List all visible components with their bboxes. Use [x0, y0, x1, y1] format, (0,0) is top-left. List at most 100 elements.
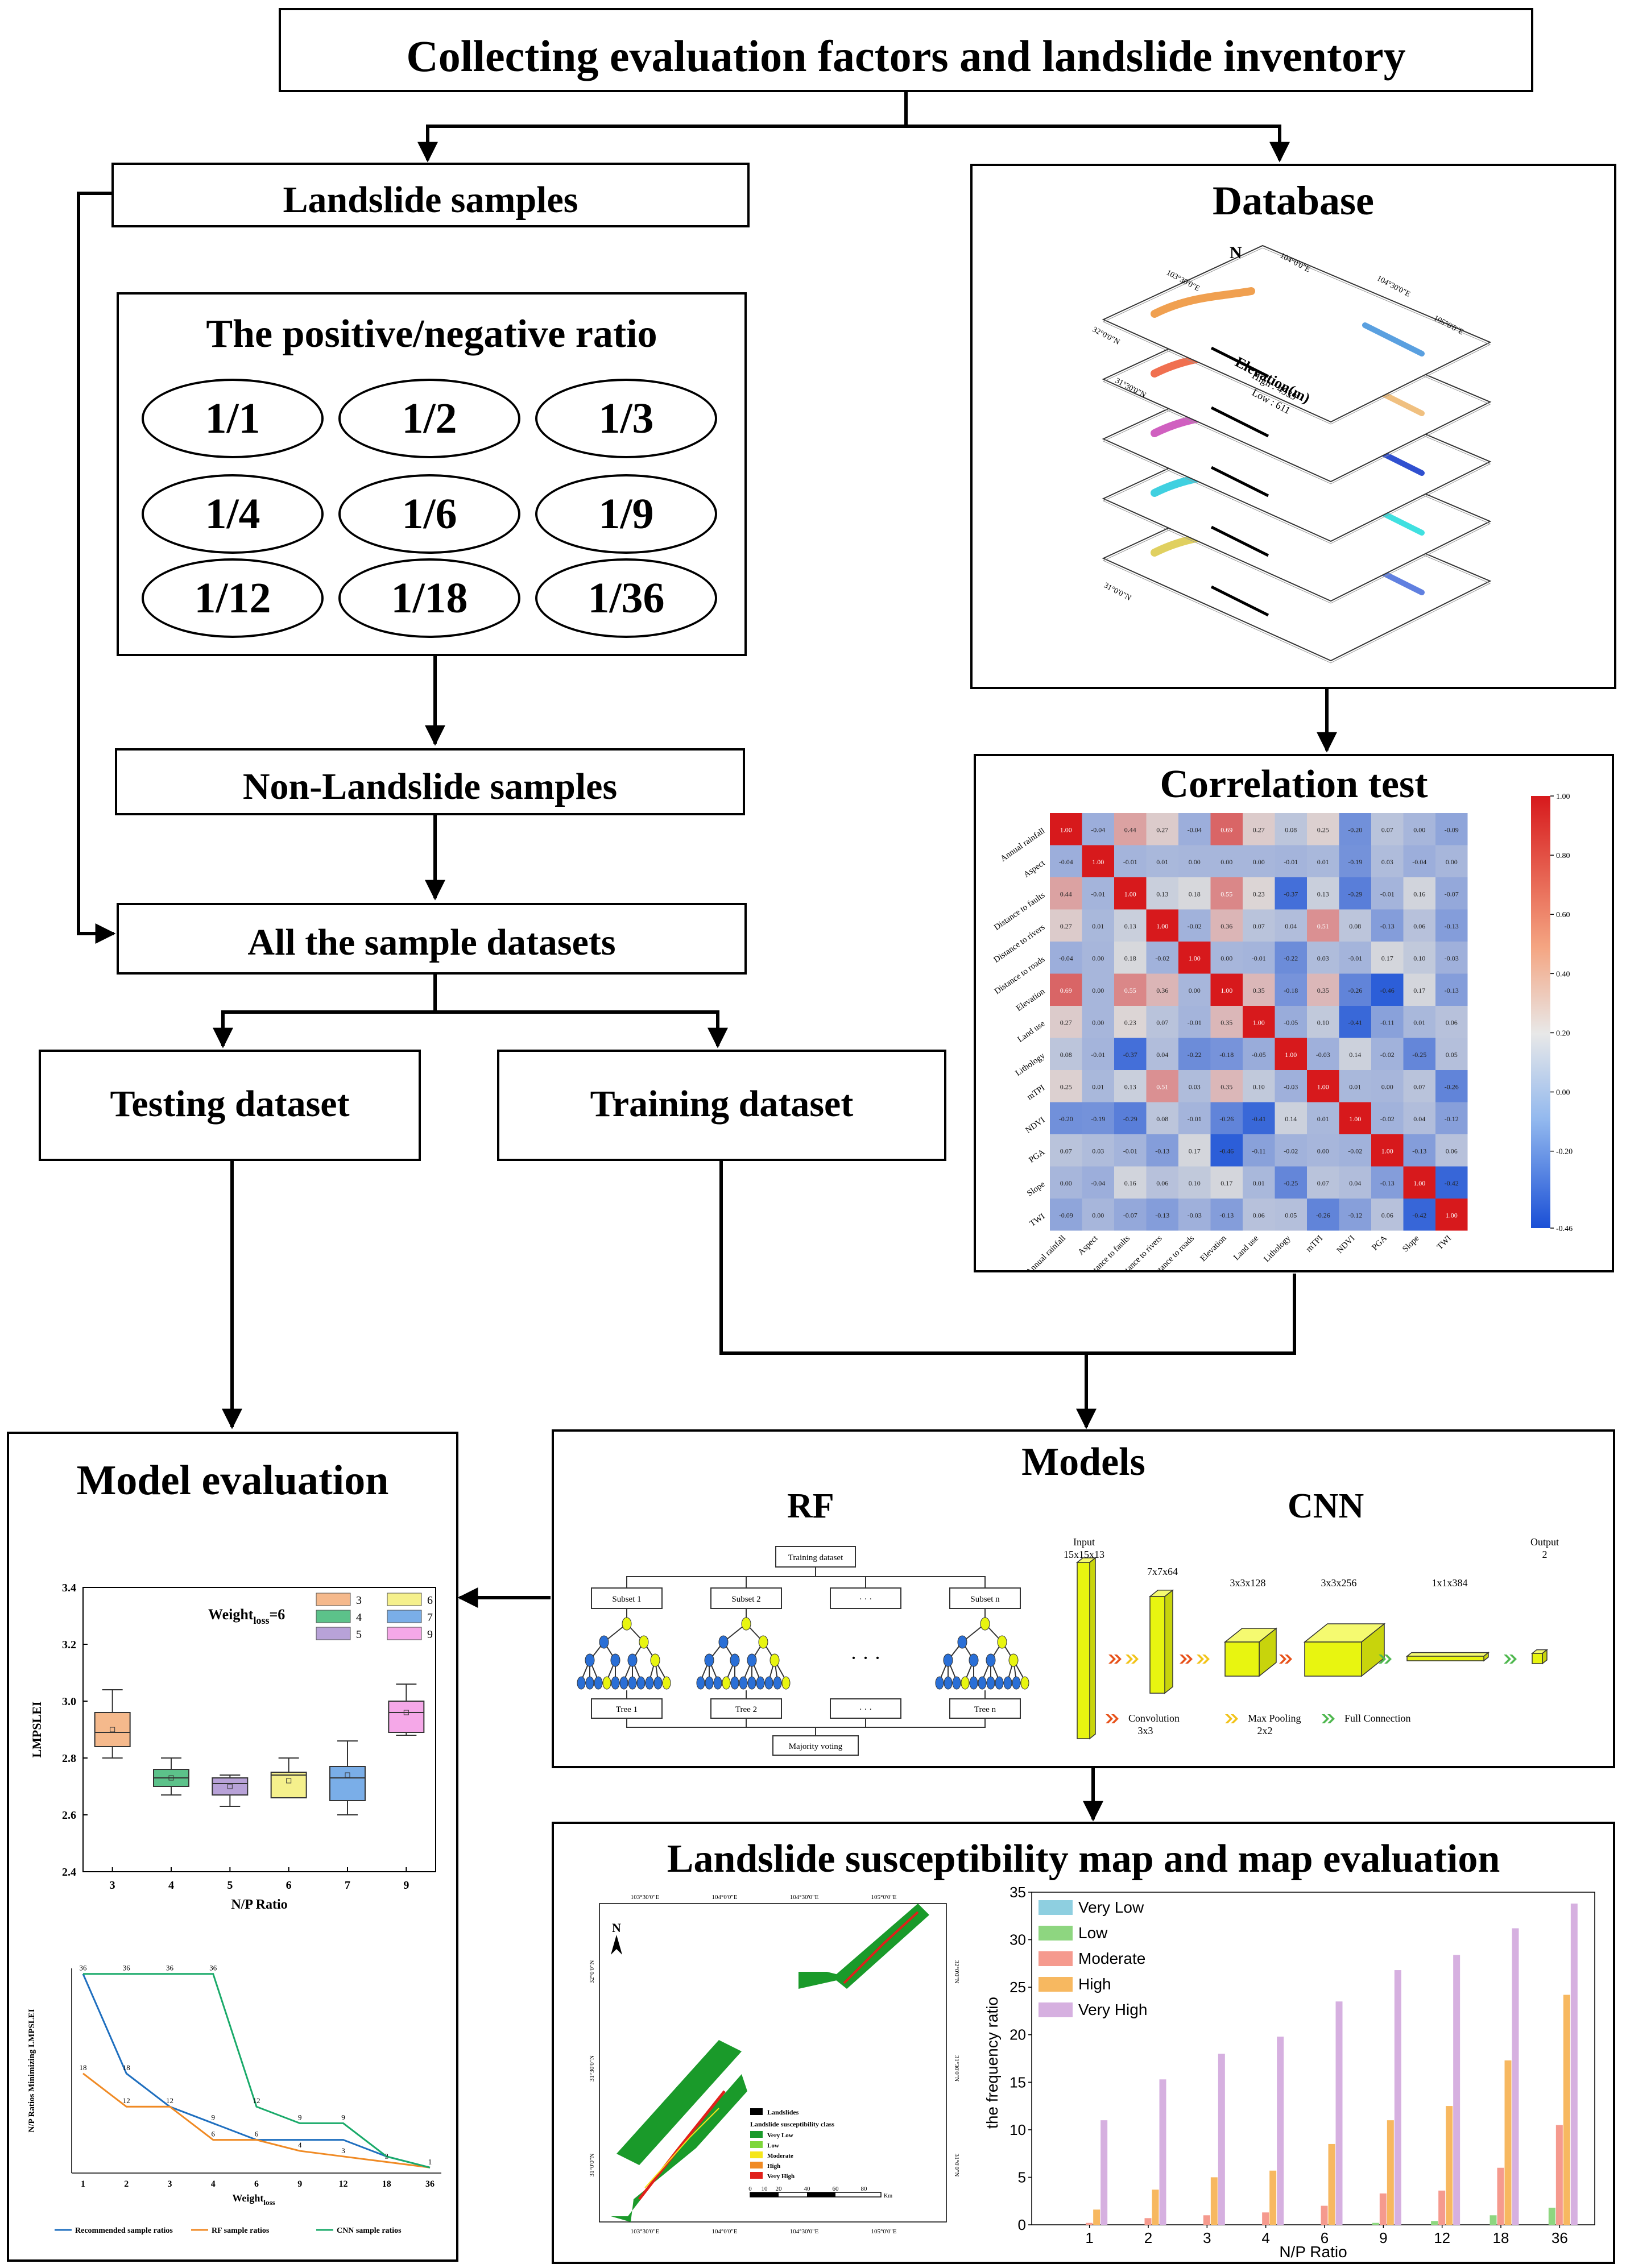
- database-area-strip: [1151, 287, 1255, 318]
- boxplot-legend-swatch: [316, 1610, 351, 1623]
- heatmap-value: -0.41: [1252, 1115, 1266, 1123]
- heatmap-value: 0.14: [1285, 1115, 1297, 1123]
- colorbar: [1531, 796, 1550, 1228]
- heatmap-value: -0.03: [1316, 1051, 1330, 1059]
- heatmap-value: -0.46: [1219, 1147, 1234, 1155]
- heatmap-col-label: PGA: [1371, 1234, 1389, 1253]
- rf-tree-leaf: [1003, 1676, 1012, 1690]
- heatmap-cell: [1275, 973, 1307, 1006]
- heatmap-value: -0.01: [1188, 1018, 1202, 1026]
- heatmap-value: 0.13: [1156, 890, 1168, 898]
- heatmap-value: 0.06: [1156, 1179, 1168, 1187]
- models-title: Models: [1021, 1440, 1145, 1484]
- heatmap-value: -0.29: [1123, 1115, 1137, 1123]
- cnn-input-block: [1077, 1562, 1090, 1739]
- heatmap-cell: [1435, 1006, 1468, 1038]
- heatmap-cell: [1339, 909, 1371, 942]
- top-title: Collecting evaluation factors and landsl…: [406, 31, 1406, 81]
- heatmap-cell: [1403, 813, 1435, 845]
- heatmap-value: 1.00: [1381, 1147, 1393, 1155]
- bar: [1453, 1955, 1460, 2225]
- rf-tree-node: [622, 1617, 632, 1631]
- ratio-title: The positive/negative ratio: [206, 312, 657, 356]
- ratio-1-9: 1/9: [535, 474, 717, 554]
- database-layer-stack: N Elevation(m) High : 4939 Low : 611 103…: [1091, 243, 1492, 664]
- heatmap-row-label: Aspect: [1022, 858, 1047, 879]
- cnn-op-chevron: [1106, 1714, 1113, 1723]
- heatmap-value: 0.10: [1189, 1179, 1201, 1187]
- heatmap-value: -0.04: [1188, 826, 1202, 834]
- boxplot-ylabel: LMPSLEI: [30, 1701, 44, 1757]
- heatmap-value: 0.07: [1381, 826, 1393, 834]
- heatmap-value: 0.27: [1060, 922, 1072, 930]
- bar-ytick: 5: [1018, 2169, 1026, 2186]
- line-data-label: 12: [123, 2096, 130, 2105]
- heatmap-cell: [1146, 1199, 1178, 1231]
- heatmap-cell: [1114, 1166, 1147, 1199]
- boxplot-ytick: 3.0: [62, 1695, 76, 1708]
- line-data-label: 6: [255, 2130, 259, 2138]
- heatmap-value: 0.08: [1060, 1051, 1072, 1059]
- cnn-layer-label: 7x7x64: [1147, 1566, 1178, 1577]
- boxplot-mean: [403, 1710, 409, 1715]
- rf-tree-node: [650, 1653, 660, 1667]
- all-samples-title: All the sample datasets: [247, 922, 616, 963]
- heatmap-cell: [1371, 813, 1404, 845]
- boxplot-legend-swatch: [387, 1627, 422, 1640]
- rf-tree-node: [627, 1653, 638, 1667]
- line-data-label: 12: [253, 2096, 260, 2105]
- cnn-conv3-block: [1304, 1641, 1362, 1677]
- bar: [1093, 2209, 1100, 2225]
- heatmap-cell: [1146, 813, 1178, 845]
- heatmap-value: 0.36: [1156, 986, 1168, 994]
- heatmap-cell: [1307, 1038, 1339, 1070]
- line-data-label: 18: [123, 2063, 130, 2072]
- boxplot-ytick: 2.6: [62, 1809, 76, 1822]
- heatmap-cell: [1146, 1006, 1178, 1038]
- colorbar-tick: 0.20: [1556, 1029, 1570, 1038]
- rf-tree-leaf: [662, 1676, 671, 1690]
- boxplot-mean: [286, 1778, 292, 1784]
- bar: [1203, 2215, 1210, 2225]
- heatmap-cell: [1339, 1134, 1371, 1167]
- heatmap-cell: [1307, 1199, 1339, 1231]
- map-north-label: N: [612, 1921, 621, 1935]
- heatmap-value: 0.00: [1446, 858, 1458, 866]
- cnn-layer-label: Input: [1073, 1536, 1095, 1548]
- heatmap-cell: [1082, 1006, 1114, 1038]
- heatmap-cell: [1082, 813, 1114, 845]
- bar: [1144, 2218, 1152, 2225]
- heatmap-cell: [1243, 877, 1275, 910]
- cnn-fc-block: [1406, 1656, 1484, 1661]
- heatmap-value: -0.13: [1155, 1211, 1169, 1219]
- heatmap-value: 0.03: [1189, 1083, 1201, 1091]
- boxplot-xtick: 5: [227, 1879, 233, 1892]
- heatmap-value: 0.10: [1413, 954, 1425, 962]
- heatmap-value: -0.01: [1284, 858, 1298, 866]
- cnn-fc-block-top: [1405, 1652, 1490, 1657]
- bar: [1100, 2120, 1108, 2225]
- heatmap-cell: [1371, 877, 1404, 910]
- rf-tree-node: [610, 1653, 620, 1667]
- heatmap-cell: [1050, 1038, 1082, 1070]
- heatmap-value: 0.06: [1381, 1211, 1393, 1219]
- heatmap-cell: [1050, 877, 1082, 910]
- rf-tree-leaf: [713, 1676, 722, 1690]
- heatmap-value: 0.04: [1156, 1051, 1168, 1059]
- rf-tree-node: [704, 1653, 714, 1667]
- bar: [1431, 2221, 1438, 2225]
- map-study-area-west: [611, 2074, 747, 2222]
- heatmap-col-label: NDVI: [1335, 1234, 1357, 1255]
- correlation-title: Correlation test: [1160, 762, 1428, 806]
- heatmap-cell: [1146, 1134, 1178, 1167]
- bar: [1277, 2037, 1284, 2225]
- heatmap-cell: [1146, 1166, 1178, 1199]
- heatmap-value: 0.13: [1124, 922, 1136, 930]
- heatmap-value: 0.51: [1156, 1083, 1168, 1091]
- heatmap-cell: [1243, 845, 1275, 877]
- heatmap-cell: [1435, 973, 1468, 1006]
- heatmap-value: 0.35: [1317, 986, 1329, 994]
- heatmap-value: 0.27: [1253, 826, 1265, 834]
